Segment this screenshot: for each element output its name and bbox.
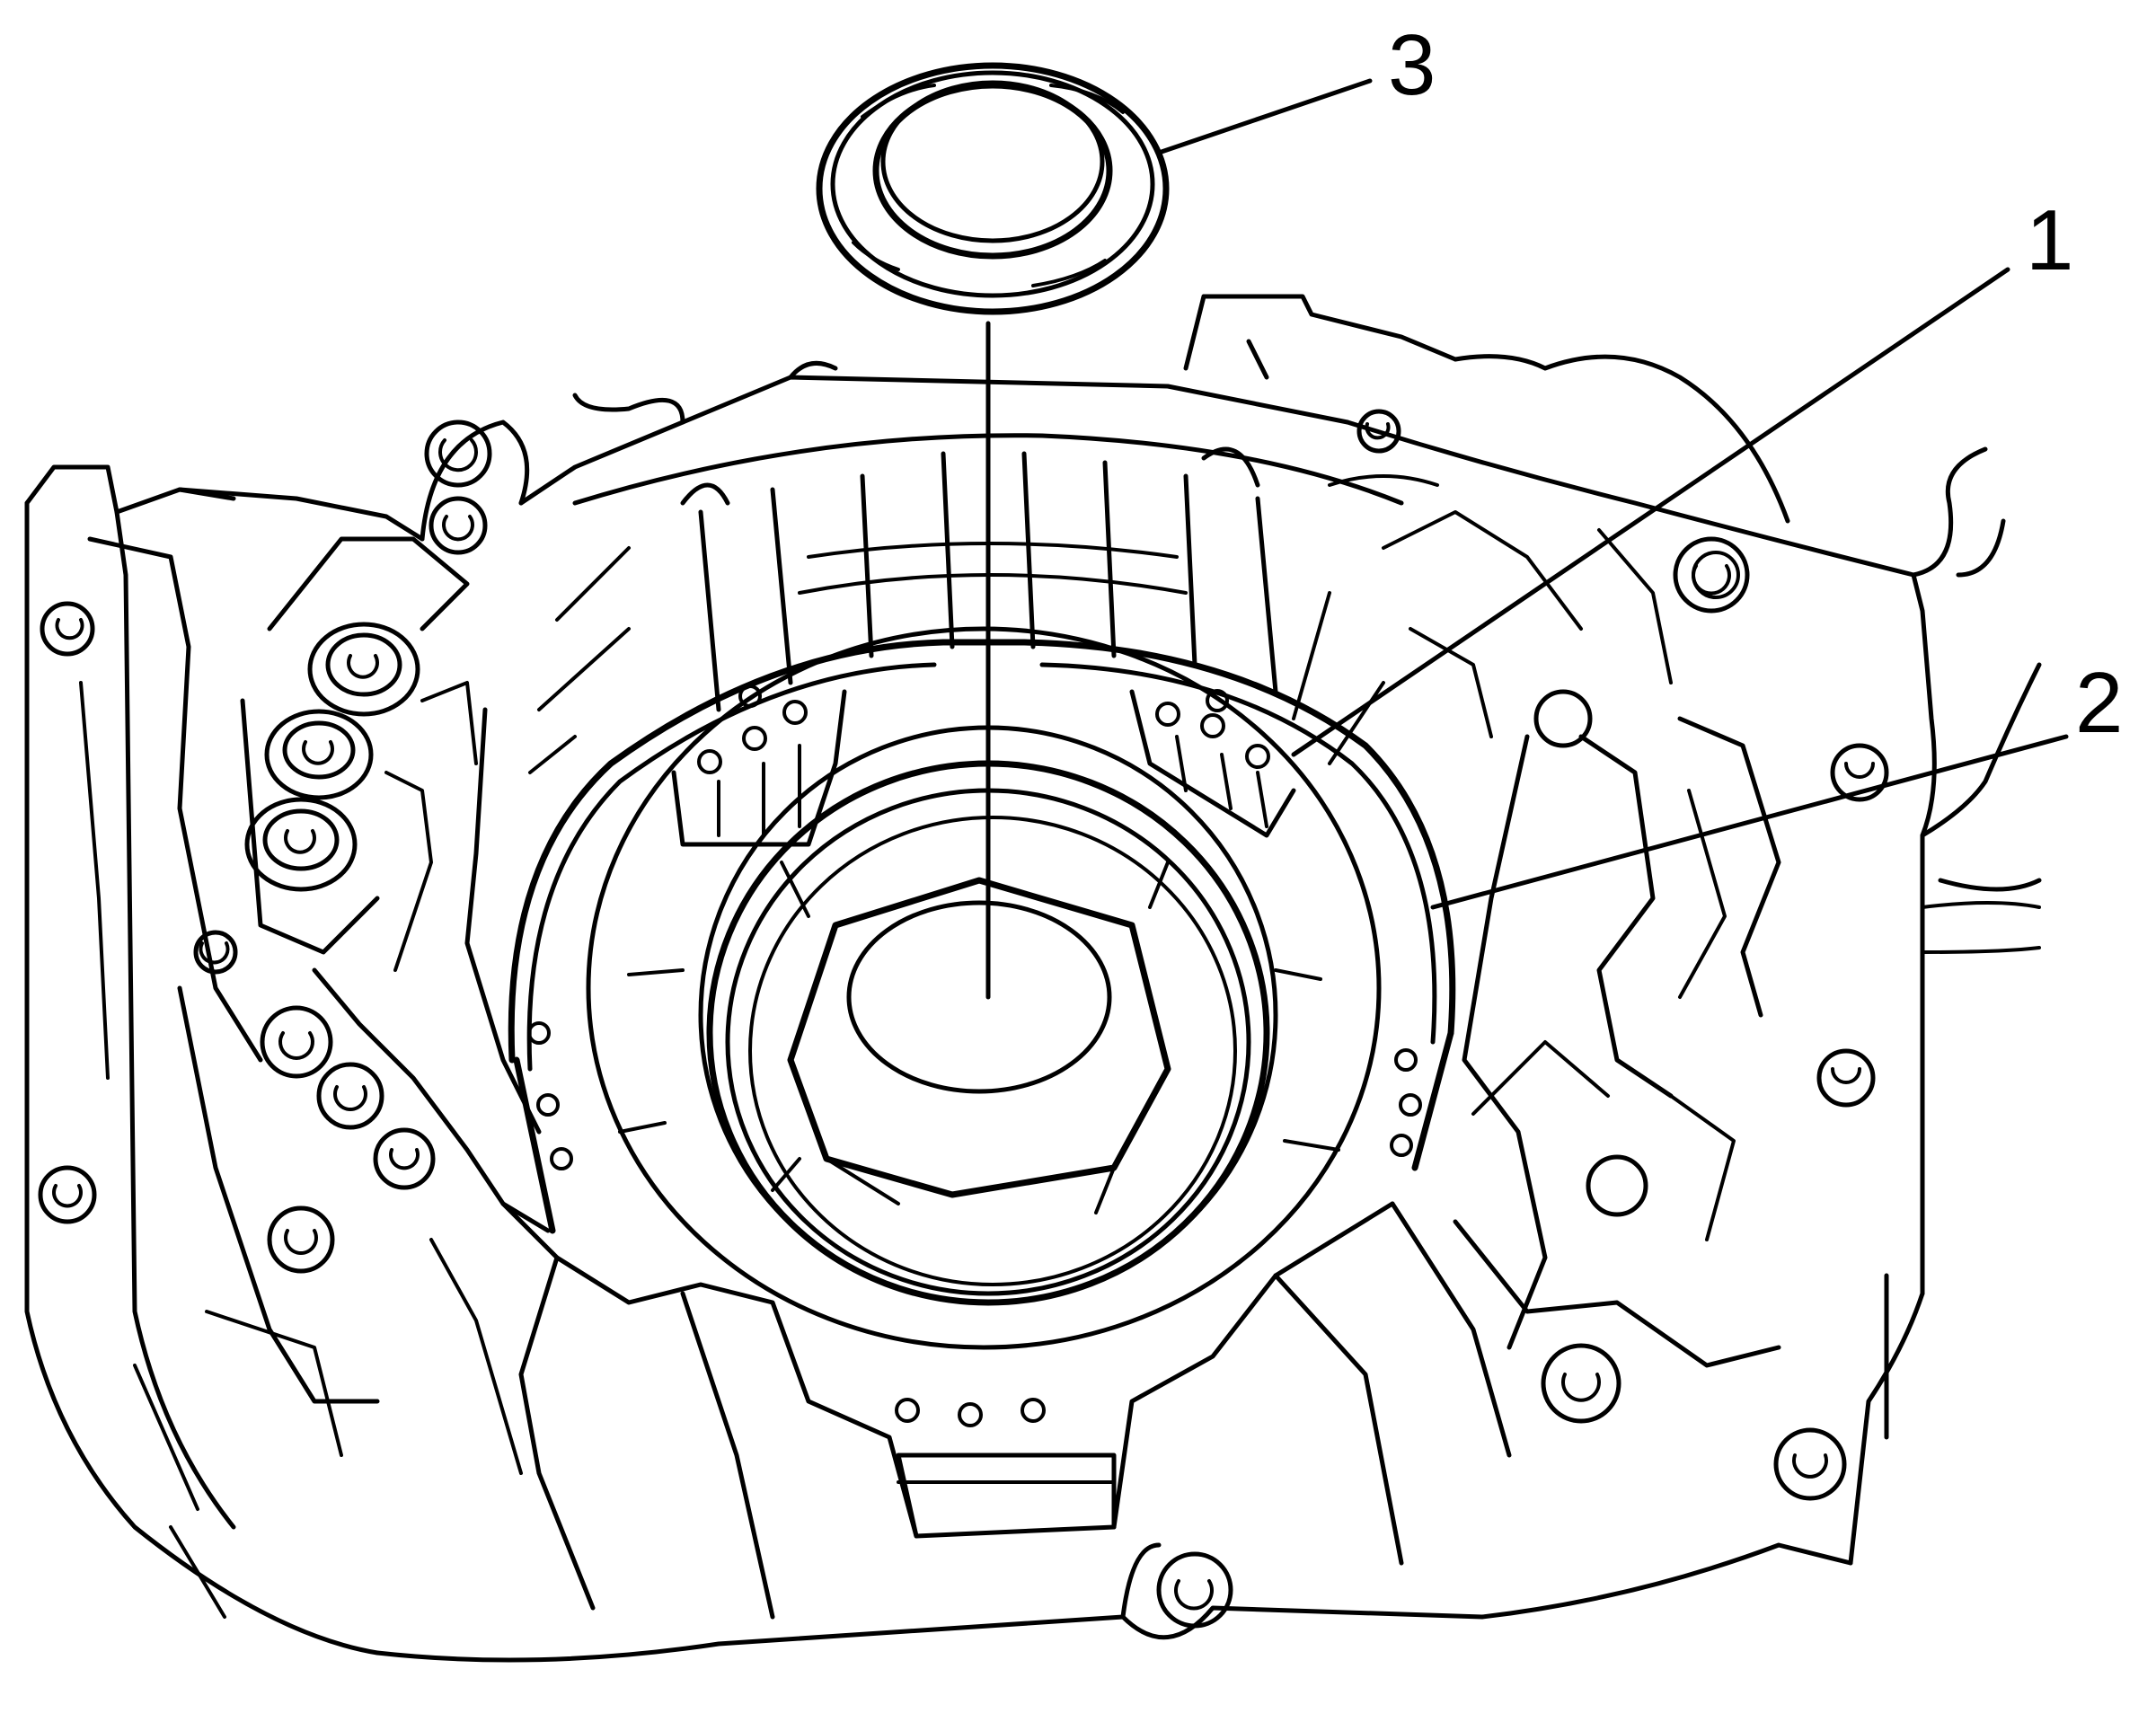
leader-line-3 [1156,78,1373,155]
clutch-drum [528,433,1404,774]
lower-case-section [500,1201,1512,1629]
right-bolt-bosses [1328,409,1889,1501]
leader-line-2 [1430,734,2069,910]
transmission-case-outline [24,294,2042,1663]
leader-line-1 [1291,267,2010,757]
clutch-hub [586,626,1382,1350]
leader-lines [1156,78,2069,910]
callout-number-2: 2 [2075,655,2123,751]
left-bolt-bosses [38,419,551,1619]
clutch-ring-assembly [508,639,1456,1234]
callout-number-1: 1 [2026,192,2073,288]
seal-ring-part [816,62,1170,315]
callout-number-3: 3 [1388,17,1436,113]
